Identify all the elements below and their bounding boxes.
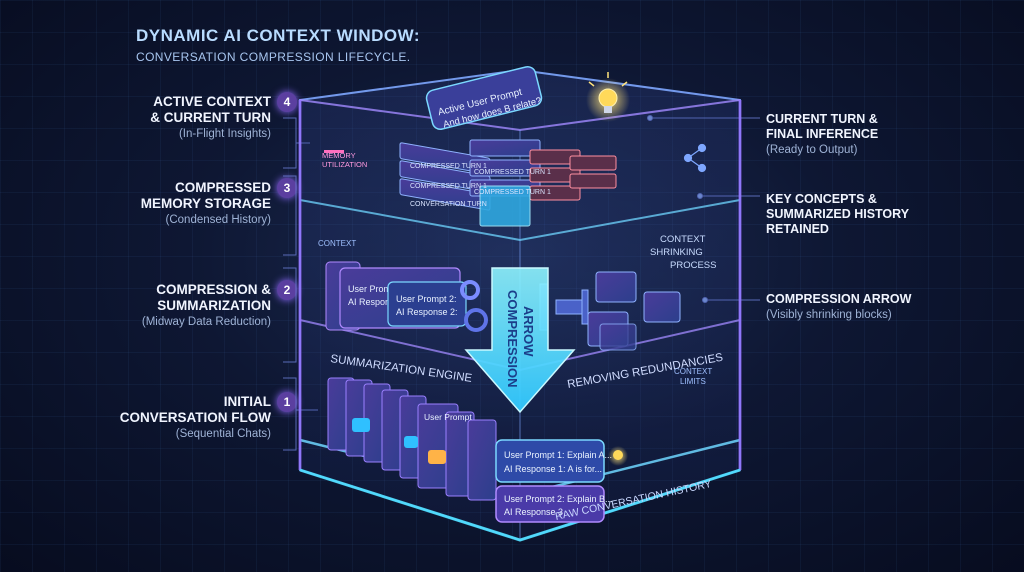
page-title: DYNAMIC AI CONTEXT WINDOW: bbox=[136, 26, 421, 45]
stage-subtitle: (Condensed History) bbox=[165, 214, 271, 226]
stage-heading: INITIAL bbox=[223, 394, 271, 409]
small-lightbulb-icon bbox=[608, 446, 628, 466]
raw-card2-line1: User Prompt 2: Explain B... bbox=[504, 494, 613, 504]
stage-1-label: 1 INITIAL CONVERSATION FLOW (Sequential … bbox=[26, 392, 297, 440]
context-shrinking-label: CONTEXT SHRINKING PROCESS bbox=[650, 234, 716, 271]
right-label-compression-arrow: COMPRESSION ARROW (Visibly shrinking blo… bbox=[766, 292, 1016, 321]
compressed-turn-label: COMPRESSED TURN 1 bbox=[410, 183, 487, 190]
midway-cards: User Prompt 1: Explain A... AI Response … bbox=[325, 261, 467, 331]
stage-number-badge: 3 bbox=[277, 178, 297, 198]
stage-subtitle: (Sequential Chats) bbox=[175, 428, 271, 440]
stage-heading: ACTIVE CONTEXT bbox=[153, 94, 271, 109]
raw-card2-line2: AI Response 3 bbox=[504, 507, 563, 517]
stage-number-badge: 2 bbox=[277, 280, 297, 300]
stage-number-badge: 4 bbox=[277, 92, 297, 112]
stage-heading: COMPRESSION & bbox=[156, 282, 271, 297]
compression-arrow: COMPRESSION ARROW bbox=[464, 267, 576, 414]
context-limits-label: CONTEXT LIMITS bbox=[674, 367, 712, 386]
stage-subtitle: (Midway Data Reduction) bbox=[141, 316, 271, 328]
chat-bubble-icon bbox=[352, 418, 446, 464]
stage-number-badge: 1 bbox=[277, 392, 297, 412]
raw-conversation-stack bbox=[327, 377, 497, 501]
stage-3-label: 3 COMPRESSED MEMORY STORAGE (Condensed H… bbox=[26, 178, 297, 226]
stage-heading: COMPRESSED bbox=[174, 180, 271, 195]
stage-2-label: 2 COMPRESSION & SUMMARIZATION (Midway Da… bbox=[26, 280, 297, 328]
page-subtitle: CONVERSATION COMPRESSION LIFECYCLE. bbox=[136, 50, 411, 64]
right-label-heading: SUMMARIZED HISTORY bbox=[766, 207, 910, 221]
share-nodes-icon bbox=[683, 143, 707, 173]
stage-heading: SUMMARIZATION bbox=[157, 298, 271, 313]
compression-arrow-line1: COMPRESSION bbox=[505, 290, 520, 388]
context-shrinking-line1: CONTEXT bbox=[660, 234, 706, 245]
card-b-line1: User Prompt 2: bbox=[396, 294, 457, 304]
stage-heading: CONVERSATION FLOW bbox=[119, 410, 271, 425]
stage-subtitle: (In-Flight Insights) bbox=[178, 128, 271, 140]
right-label-subtitle: (Visibly shrinking blocks) bbox=[766, 309, 892, 321]
right-label-current-turn: CURRENT TURN & FINAL INFERENCE (Ready to… bbox=[766, 112, 1016, 156]
compressed-turn-label: COMPRESSED TURN 1 bbox=[474, 169, 551, 176]
shrinking-blocks bbox=[587, 271, 681, 351]
right-label-heading: RETAINED bbox=[766, 222, 829, 236]
stage-4-label: 4 ACTIVE CONTEXT & CURRENT TURN (In-Flig… bbox=[26, 92, 297, 140]
raw-card1-line1: User Prompt 1: Explain A... bbox=[504, 450, 612, 460]
context-limits-line2: LIMITS bbox=[680, 377, 706, 386]
memory-utilization-label: MEMORY UTILIZATION bbox=[322, 150, 367, 169]
context-label: CONTEXT bbox=[318, 239, 356, 248]
compressed-turn-label: COMPRESSED TURN 1 bbox=[410, 163, 487, 170]
right-label-heading: CURRENT TURN & bbox=[766, 112, 878, 126]
stage-heading: MEMORY STORAGE bbox=[140, 196, 271, 211]
context-limits-line1: CONTEXT bbox=[674, 367, 712, 376]
compressed-turn-label: COMPRESSED TURN 1 bbox=[474, 189, 551, 196]
right-label-key-concepts: KEY CONCEPTS & SUMMARIZED HISTORY RETAIN… bbox=[766, 192, 1016, 237]
right-label-heading: KEY CONCEPTS & bbox=[766, 192, 877, 206]
stage-heading: & CURRENT TURN bbox=[150, 110, 271, 125]
right-label-heading: FINAL INFERENCE bbox=[766, 127, 879, 141]
conversation-turn-label: CONVERSATION TURN bbox=[410, 201, 487, 208]
lightbulb-icon bbox=[586, 72, 630, 122]
right-label-subtitle: (Ready to Output) bbox=[766, 144, 858, 156]
compressed-memory-stack: COMPRESSED TURN 1 COMPRESSED TURN 1 CONV… bbox=[399, 139, 617, 227]
gear-icon bbox=[460, 280, 488, 332]
memory-util-line1: MEMORY bbox=[322, 151, 356, 160]
title-block: DYNAMIC AI CONTEXT WINDOW: CONVERSATION … bbox=[136, 26, 420, 64]
right-label-heading: COMPRESSION ARROW bbox=[766, 292, 912, 306]
raw-history-cards: User Prompt 1: Explain A... AI Response … bbox=[495, 439, 613, 523]
context-shrinking-line2: SHRINKING bbox=[650, 247, 703, 258]
compression-arrow-line2: ARROW bbox=[521, 306, 536, 357]
card-b-line2: AI Response 2: bbox=[396, 307, 458, 317]
user-prompt-short-label: User Prompt bbox=[424, 412, 472, 422]
memory-util-line2: UTILIZATION bbox=[322, 160, 367, 169]
raw-card1-line2: AI Response 1: A is for... bbox=[504, 464, 602, 474]
context-shrinking-line3: PROCESS bbox=[670, 260, 716, 271]
